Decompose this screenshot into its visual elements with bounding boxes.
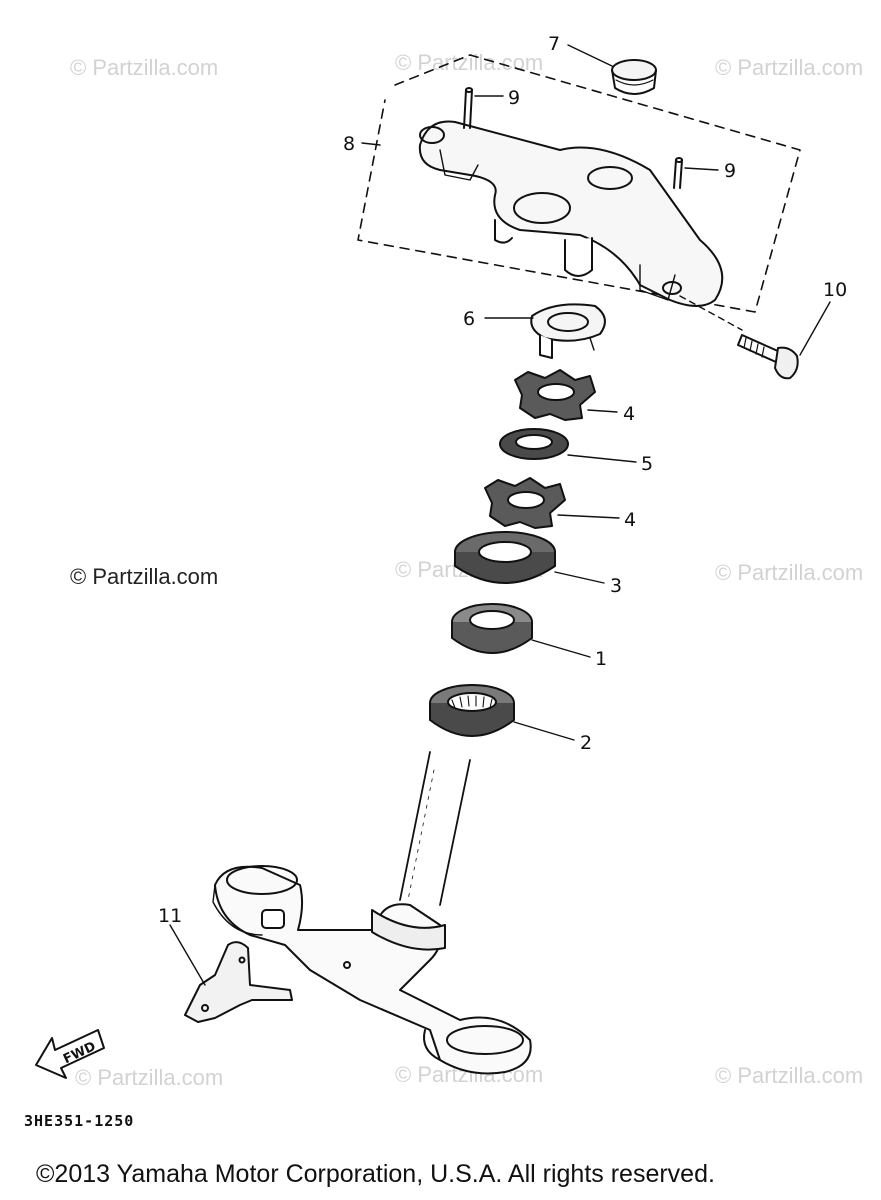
part-pin xyxy=(673,157,683,189)
callout-3: 3 xyxy=(610,575,622,597)
part-bracket-stay xyxy=(184,941,293,1023)
part-bearing-race xyxy=(451,603,533,654)
callout-4: 4 xyxy=(623,403,635,425)
part-bearing xyxy=(429,684,515,737)
part-ring-nut xyxy=(514,369,596,421)
callout-7: 7 xyxy=(548,33,560,55)
part-lower-bracket xyxy=(212,865,532,1075)
watermark-prominent: © Partzilla.com xyxy=(70,564,219,589)
callout-5: 5 xyxy=(641,453,653,475)
callout-10: 10 xyxy=(823,279,847,301)
copyright-notice: ©2013 Yamaha Motor Corporation, U.S.A. A… xyxy=(36,1160,715,1188)
assembly-group-outline xyxy=(357,54,801,313)
callout-9: 9 xyxy=(508,87,520,109)
part-pin xyxy=(463,87,473,129)
part-steering-stem xyxy=(399,751,471,906)
watermark: © Partzilla.com xyxy=(70,55,219,80)
watermark: © Partzilla.com xyxy=(395,50,544,75)
part-dust-seal xyxy=(454,531,556,584)
watermark: © Partzilla.com xyxy=(715,1063,864,1088)
callout-9: 9 xyxy=(724,160,736,182)
part-cap xyxy=(611,59,657,95)
diagram-part-code: 3HE351-1250 xyxy=(24,1112,135,1130)
callout-11: 11 xyxy=(158,905,182,927)
watermark: © Partzilla.com xyxy=(75,1065,224,1090)
watermark: © Partzilla.com xyxy=(715,560,864,585)
watermark: © Partzilla.com xyxy=(715,55,864,80)
part-ring-nut xyxy=(484,477,566,529)
leader-lines xyxy=(169,44,831,986)
callout-6: 6 xyxy=(463,308,475,330)
callout-2: 2 xyxy=(580,732,592,754)
fwd-arrow-icon xyxy=(35,1029,105,1079)
part-bolt xyxy=(737,334,799,380)
part-lock-washer xyxy=(530,303,606,359)
callout-8: 8 xyxy=(343,133,355,155)
part-upper-bracket xyxy=(418,120,724,307)
callout-1: 1 xyxy=(595,648,607,670)
callout-4: 4 xyxy=(624,509,636,531)
part-washer xyxy=(499,428,569,460)
